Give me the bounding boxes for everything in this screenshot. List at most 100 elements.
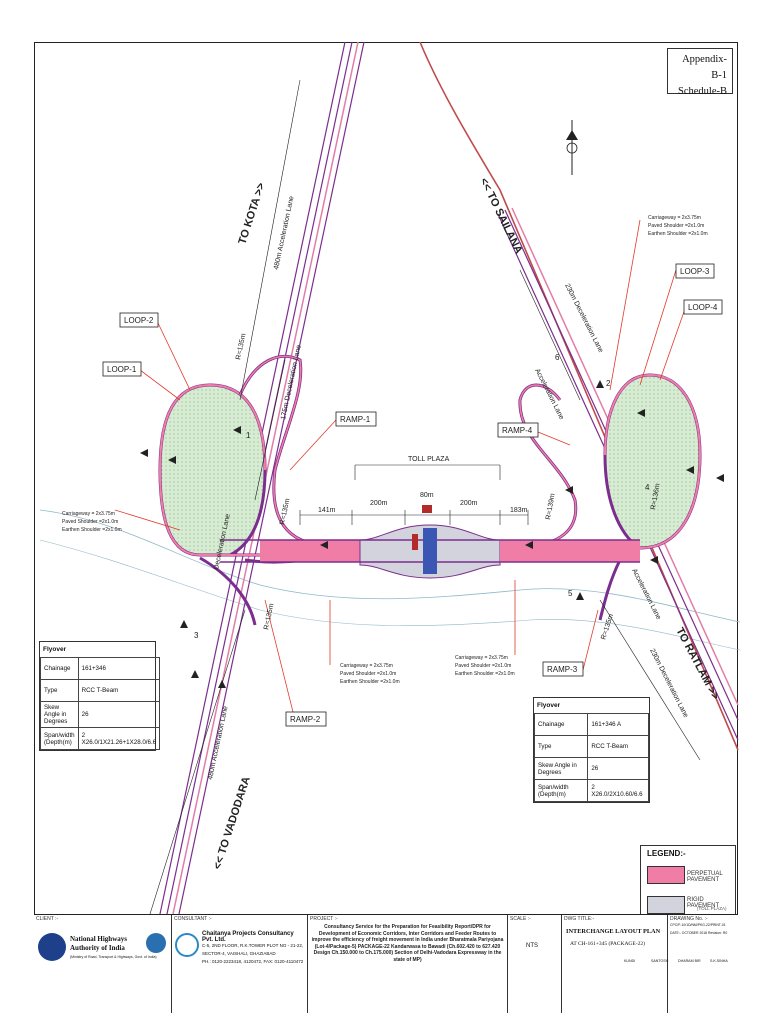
tb-dwg-head: DWG TITLE:- xyxy=(564,916,595,922)
tb-consultant-head: CONSULTANT :- xyxy=(174,916,212,922)
legend-swatch-perpetual xyxy=(647,866,685,884)
fr-k2: Skew Angle in Degrees xyxy=(533,757,589,780)
tb-scale-head: SCALE :- xyxy=(510,916,531,922)
callout-ramp-1: RAMP-1 xyxy=(340,415,371,424)
legend-label-perpetual: PERPETUAL PAVEMENT xyxy=(687,871,723,883)
left-interchange xyxy=(158,354,331,626)
fl-k0: Chainage xyxy=(40,657,79,680)
tb-project: PROJECT :- Consultancy Service for the P… xyxy=(308,915,508,1013)
tb-client-head: CLIENT :- xyxy=(36,916,59,922)
dim-r135-left: R=135m xyxy=(279,498,291,526)
legend-swatch-rigid xyxy=(647,896,685,914)
xs-left-paved: Paved Shoulder =2x1.0m xyxy=(62,519,118,525)
river-line-upper xyxy=(39,509,741,623)
bharatmala-logo-icon xyxy=(146,933,166,953)
loop-right-outer xyxy=(510,373,702,550)
fl-v2: 26 xyxy=(77,701,161,728)
north-arrow-icon xyxy=(566,120,578,175)
label-to-sailana: << TO SAILANA xyxy=(477,176,524,256)
fr-v0: 161+346 A xyxy=(587,713,649,736)
tb-sign-2: SANTOSH xyxy=(651,959,669,963)
fr-k1: Type xyxy=(533,735,589,758)
fr-k3: Span/width (Depth(m) xyxy=(533,779,589,802)
fl-v1: RCC T-Beam xyxy=(77,679,161,702)
accel-lane-bottom-left: 480m Acceleration Lane xyxy=(207,705,229,780)
label-to-kota: TO KOTA >> xyxy=(236,181,267,246)
decel-lane-bottom-right: 230m Deceleration Lane xyxy=(648,648,689,719)
dim-r135-lower: R=135m xyxy=(263,603,275,631)
xs-left-earthen: Earthen Shoulder =2x1.0m xyxy=(62,527,122,533)
legend-label-rigid: RIGID PAVEMENT xyxy=(687,897,720,909)
callout-ramp-3: RAMP-3 xyxy=(547,665,578,674)
tb-scale: SCALE :- NTS xyxy=(508,915,562,1013)
dim-200m-b: 200m xyxy=(460,500,478,507)
nhai-logo-icon xyxy=(38,933,66,961)
tb-consultant-addr1: C-5, 2ND FLOOR, R.K.TOWER PLOT NO - 21-2… xyxy=(202,943,304,948)
tb-consultant-name: Chaitanya Projects Consultancy Pvt. Ltd. xyxy=(202,931,294,943)
xs-mid-paved: Paved Shoulder =2x1.0m xyxy=(340,671,396,677)
callout-loop-4: LOOP-4 xyxy=(688,303,718,312)
dim-r139: R=139m xyxy=(545,493,557,521)
xs-top-carriageway: Carriageway = 2x3.75m xyxy=(648,215,701,221)
callout-leaders xyxy=(114,219,687,721)
ramp-right-upper xyxy=(518,383,578,550)
callout-ramp-2: RAMP-2 xyxy=(290,715,321,724)
title-block: CLIENT :- National Highways Authority of… xyxy=(34,914,738,1013)
legend-title: LEGEND:- xyxy=(647,849,686,858)
tb-drawing-no: DRAWING No. :- CPC/P-10/1D/NM/PKG-22/PRI… xyxy=(668,915,738,1013)
tb-date: DATE:- OCTOBER 2018 xyxy=(670,931,707,935)
dim-141m: 141m xyxy=(318,507,336,514)
callout-loop-3: LOOP-3 xyxy=(680,267,710,276)
tb-drawing-no: CPC/P-10/1D/NM/PKG-22/PRINT-01 xyxy=(670,923,726,927)
label-to-vadodara: << TO VADODARA xyxy=(211,775,252,871)
dim-80m: 80m xyxy=(420,492,434,499)
tb-client: CLIENT :- National Highways Authority of… xyxy=(34,915,172,1013)
callout-loop-1: LOOP-1 xyxy=(107,365,137,374)
accel-lane-bottom-right: Acceleration Lane xyxy=(630,568,662,621)
tb-revision: Revision: R0 xyxy=(708,931,728,935)
fr-v3: 2 X26.0/2X10.60/6.6 xyxy=(587,779,649,802)
xs-top-paved: Paved Shoulder =2x1.0m xyxy=(648,223,704,229)
label-to-ratlam: TO RATLAM >> xyxy=(673,626,721,702)
tb-sign-3: DHARAM BIR xyxy=(678,959,701,963)
tb-project-head: PROJECT :- xyxy=(310,916,338,922)
dim-r135-upper: R=135m xyxy=(235,333,247,361)
schedule-label: Schedule-B xyxy=(678,86,727,97)
appendix-label: Appendix- B-1 xyxy=(682,54,727,81)
fl-k3: Span/width (Depth(m) xyxy=(40,727,79,750)
xs-top-earthen: Earthen Shoulder =2x1.0m xyxy=(648,231,708,237)
fl-v0: 161+346 xyxy=(77,657,161,680)
tb-sign-4: S.K.SINHA xyxy=(710,959,728,963)
xs-mid-earthen: Earthen Shoulder =2x1.0m xyxy=(340,679,400,685)
direction-arrows xyxy=(140,380,724,688)
xs-right-paved: Paved Shoulder =2x1.0m xyxy=(455,663,511,669)
tb-dwg-title-text: INTERCHANGE LAYOUT PLAN xyxy=(566,928,661,935)
right-interchange xyxy=(499,373,702,621)
tb-consultant-ph: PH.: 0120-2223418, 4120472, FAX: 0120-41… xyxy=(202,959,304,964)
num-3: 3 xyxy=(194,631,199,640)
num-1a: 1 xyxy=(246,431,251,440)
dim-r135-right: R=135m xyxy=(600,613,615,641)
flyover-right-title: Flyover xyxy=(537,702,561,709)
tb-consultant: CONSULTANT :- Chaitanya Projects Consult… xyxy=(172,915,308,1013)
tb-client-sub: (Ministry of Road, Transport & Highways,… xyxy=(70,955,157,959)
dim-200m-a: 200m xyxy=(370,500,388,507)
fr-v1: RCC T-Beam xyxy=(587,735,649,758)
fl-k2: Skew Angle in Degrees xyxy=(40,701,79,728)
tb-consultant-addr2: SECTOR-4, VAISHALI, GHAZIABAD xyxy=(202,951,276,956)
legend-label-rigid-sub: (TOLL PLAZA) xyxy=(697,906,727,911)
xs-right-carriageway: Carriageway = 2x3.75m xyxy=(455,655,508,661)
fl-k1: Type xyxy=(40,679,79,702)
decel-lane-top-right: 230m Deceleration Lane xyxy=(563,283,604,354)
num-4: 4 xyxy=(645,483,650,492)
appendix-box: Appendix- B-1 Schedule-B xyxy=(667,48,733,97)
dim-r136: R=136m xyxy=(650,483,662,511)
tb-scale-value: NTS xyxy=(526,943,538,949)
callout-loop-2: LOOP-2 xyxy=(124,316,154,325)
cpc-logo-icon xyxy=(175,933,199,957)
tb-dwg-title: DWG TITLE:- INTERCHANGE LAYOUT PLAN AT C… xyxy=(562,915,668,1013)
fr-v2: 26 xyxy=(587,757,649,780)
num-5: 5 xyxy=(568,589,573,598)
xs-right-earthen: Earthen Shoulder =2x1.0m xyxy=(455,671,515,677)
